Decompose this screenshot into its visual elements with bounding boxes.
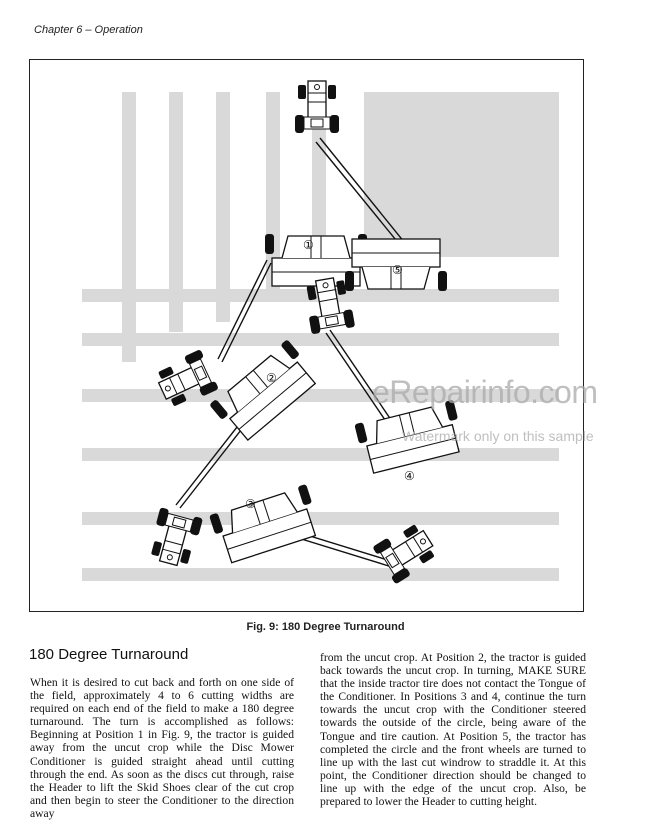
- position-5-label: ⑤: [392, 263, 403, 277]
- watermark-brand: eRepairinfo.com: [372, 374, 598, 410]
- figure-caption: Fig. 9: 180 Degree Turnaround: [246, 621, 405, 633]
- tractor-position-1: [294, 80, 340, 134]
- section-title: 180 Degree Turnaround: [29, 646, 189, 663]
- body-text-left: When it is desired to cut back and forth…: [30, 676, 294, 820]
- watermark-note: Watermark only on this sample: [402, 428, 594, 444]
- figure-180-turnaround: ① ② ③ ④ ⑤: [29, 59, 584, 612]
- body-text-right: from the uncut crop. At Position 2, the …: [320, 651, 586, 809]
- position-4-label: ④: [404, 469, 415, 483]
- turnaround-diagram: ① ② ③ ④ ⑤: [82, 80, 559, 586]
- chapter-header: Chapter 6 – Operation: [34, 24, 143, 36]
- position-1-label: ①: [303, 238, 314, 252]
- field-strips: [82, 92, 559, 581]
- position-2-label: ②: [266, 371, 277, 385]
- position-3-label: ③: [245, 497, 256, 511]
